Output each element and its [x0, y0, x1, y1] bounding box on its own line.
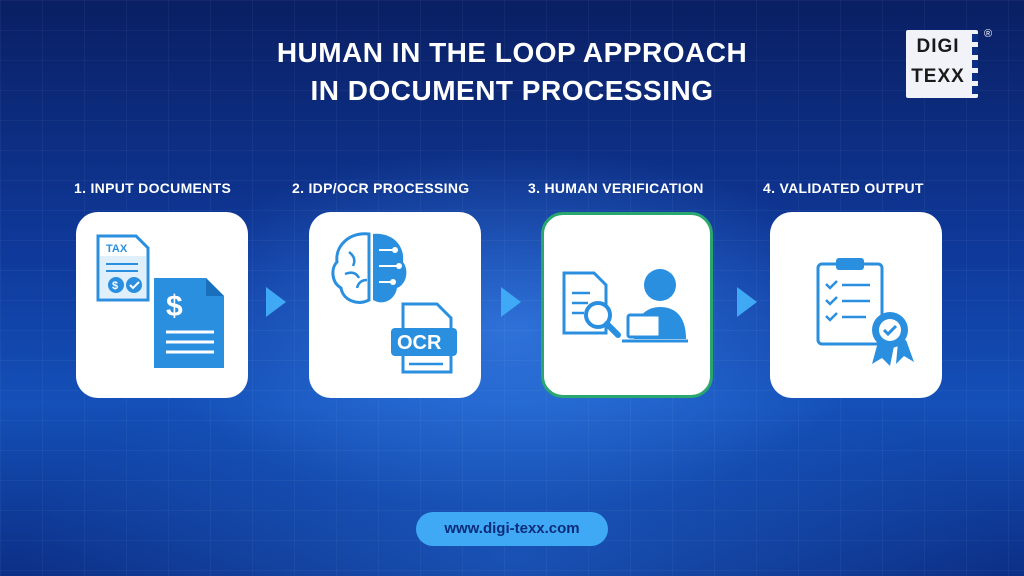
logo-film-strip — [972, 34, 980, 94]
step-card-input-documents: TAX $ $ — [76, 212, 248, 398]
person-icon — [644, 269, 676, 301]
title-line-2: IN DOCUMENT PROCESSING — [310, 75, 714, 106]
step-label-human-verification: 3. HUMAN VERIFICATION — [528, 180, 704, 196]
digitexx-logo: DIGI TEXX ® — [906, 28, 993, 100]
laptop-icon — [626, 313, 662, 339]
title-line-1: HUMAN IN THE LOOP APPROACH — [276, 37, 748, 68]
page-title: HUMAN IN THE LOOP APPROACH IN DOCUMENT P… — [192, 34, 832, 110]
dollar-sign: $ — [166, 290, 183, 323]
website-url-link[interactable]: www.digi-texx.com — [416, 512, 608, 546]
check-badge-icon — [126, 277, 142, 293]
step-label-idp-ocr-processing: 2. IDP/OCR PROCESSING — [292, 180, 470, 196]
brain-ocr-icon: OCR — [331, 232, 457, 374]
logo-line-1: DIGI — [916, 36, 960, 57]
arrow-right-icon — [501, 287, 521, 317]
step-label-input-documents: 1. INPUT DOCUMENTS — [74, 180, 232, 196]
tax-tag: TAX — [106, 243, 128, 255]
step-card-human-verification — [541, 212, 713, 398]
svg-text:$: $ — [112, 280, 118, 292]
logo-box: DIGI TEXX — [906, 30, 978, 98]
ocr-label: OCR — [397, 332, 442, 354]
documents-icon: TAX $ $ — [96, 234, 224, 368]
magnifier-icon — [584, 301, 612, 329]
validated-clipboard-icon — [816, 258, 914, 366]
arrow-right-icon — [266, 287, 286, 317]
registered-mark: ® — [984, 28, 993, 40]
logo-line-2: TEXX — [911, 66, 965, 87]
arrow-right-icon — [737, 287, 757, 317]
step-card-idp-ocr: OCR — [309, 212, 481, 398]
coin-icon — [108, 277, 124, 293]
human-verification-icon — [562, 269, 688, 343]
step-card-validated-output — [770, 212, 942, 398]
step-label-validated-output: 4. VALIDATED OUTPUT — [763, 180, 924, 196]
